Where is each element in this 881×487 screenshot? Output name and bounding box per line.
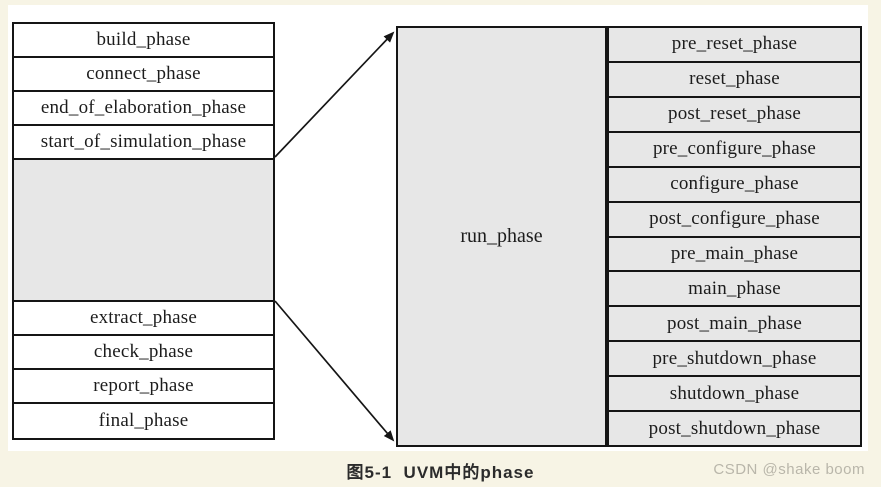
phase-cell-main: main_phase <box>609 272 860 308</box>
phase-cell-end-of-elaboration: end_of_elaboration_phase <box>14 92 273 126</box>
phase-cell-final: final_phase <box>14 404 273 438</box>
run-phase-box: run_phase <box>396 26 607 447</box>
run-phase-label: run_phase <box>460 225 543 247</box>
phase-cell-post-shutdown: post_shutdown_phase <box>609 412 860 446</box>
phase-cell-extract: extract_phase <box>14 302 273 336</box>
phase-cell-reset: reset_phase <box>609 62 860 98</box>
left-phase-column: build_phase connect_phase end_of_elabora… <box>12 22 275 440</box>
run-phase-gap <box>14 160 273 302</box>
watermark: CSDN @shake boom <box>713 461 865 478</box>
phase-cell-connect: connect_phase <box>14 58 273 92</box>
phase-cell-post-configure: post_configure_phase <box>609 202 860 238</box>
phase-cell-pre-main: pre_main_phase <box>609 237 860 273</box>
phase-cell-check: check_phase <box>14 336 273 370</box>
phase-cell-start-of-simulation: start_of_simulation_phase <box>14 126 273 160</box>
phase-cell-shutdown: shutdown_phase <box>609 377 860 413</box>
phase-cell-configure: configure_phase <box>609 167 860 203</box>
phase-cell-pre-shutdown: pre_shutdown_phase <box>609 342 860 378</box>
phase-cell-post-reset: post_reset_phase <box>609 97 860 133</box>
figure-caption: 图5-1 UVM中的phase <box>346 463 535 482</box>
phase-cell-build: build_phase <box>14 24 273 58</box>
right-phase-column: pre_reset_phase reset_phase post_reset_p… <box>607 26 862 447</box>
phase-cell-post-main: post_main_phase <box>609 307 860 343</box>
phase-cell-report: report_phase <box>14 370 273 404</box>
phase-cell-pre-reset: pre_reset_phase <box>609 28 860 63</box>
phase-cell-pre-configure: pre_configure_phase <box>609 132 860 168</box>
